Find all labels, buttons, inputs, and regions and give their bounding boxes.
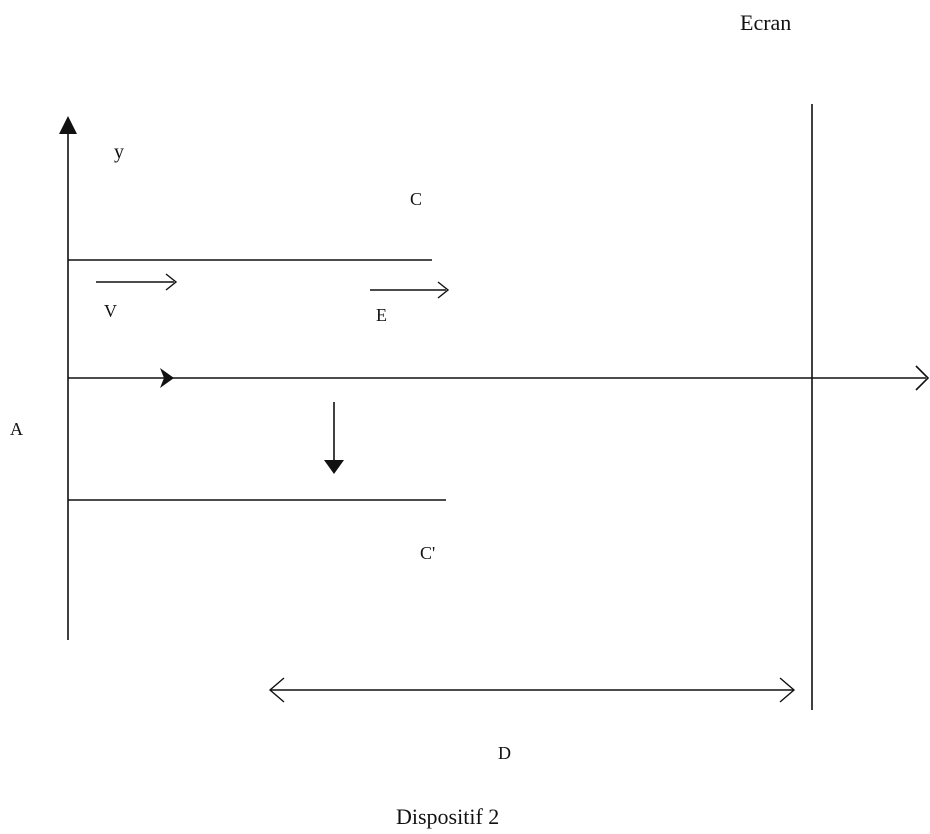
- plate-top-label: C: [410, 189, 423, 209]
- distance-arrow-head-right: [779, 677, 796, 703]
- beam-direction-arrowhead: [160, 368, 174, 388]
- field-label: E: [376, 305, 387, 325]
- y-axis-label: y: [114, 141, 124, 163]
- y-axis-arrowhead: [59, 116, 77, 134]
- point-a-label: A: [10, 419, 23, 439]
- distance-label: D: [498, 743, 511, 763]
- x-axis-arrowhead: [915, 365, 930, 391]
- figure-caption: Dispositif 2: [396, 804, 500, 829]
- distance-arrow-head-left: [268, 677, 285, 703]
- velocity-label: V: [104, 301, 117, 321]
- velocity-arrow-head: [165, 273, 178, 291]
- force-arrow-head: [324, 460, 344, 474]
- screen-label: Ecran: [740, 10, 792, 35]
- field-arrow-head: [437, 281, 450, 299]
- plate-bottom-label: C': [420, 543, 436, 563]
